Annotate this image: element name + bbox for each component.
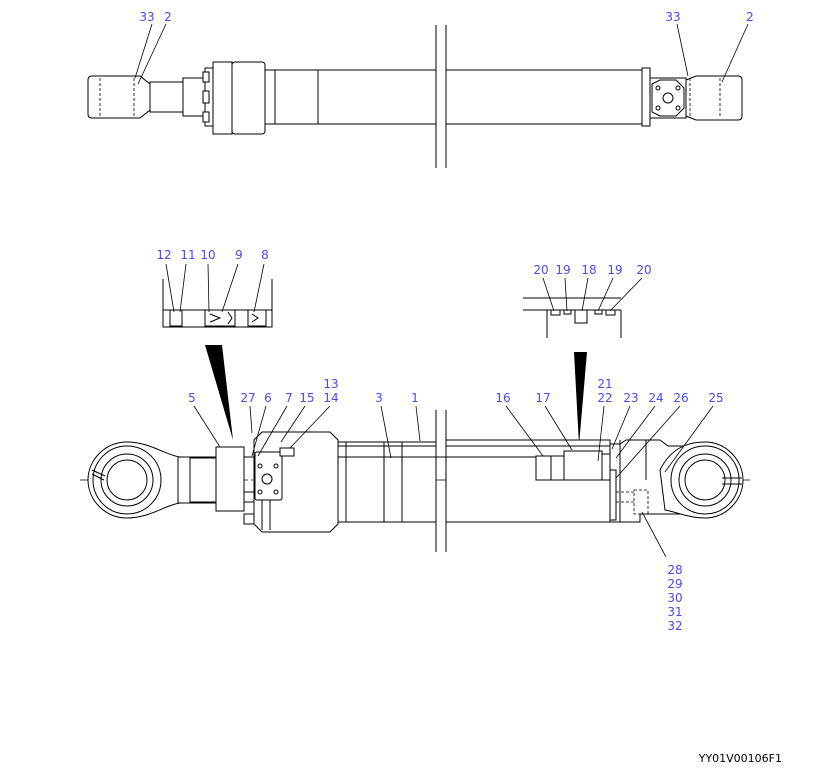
callout-label: 21: [597, 377, 612, 391]
callout-label: 3: [375, 391, 383, 405]
callout-label: 2: [746, 10, 754, 24]
callout-label: 19: [607, 263, 622, 277]
callout-label: 19: [555, 263, 570, 277]
callout-label: 32: [667, 619, 682, 633]
section-view-cylinder: [80, 405, 750, 558]
callout-label: 15: [299, 391, 314, 405]
callout-label: 22: [597, 391, 612, 405]
callout-label: 6: [264, 391, 272, 405]
callout-label: 29: [667, 577, 682, 591]
right-seal-detail: [523, 277, 643, 338]
left-seal-detail: [162, 263, 273, 328]
callout-label: 13: [323, 377, 338, 391]
callout-label: 8: [261, 248, 269, 262]
callout-label: 24: [648, 391, 663, 405]
callout-label: 33: [665, 10, 680, 24]
callout-label: 20: [636, 263, 651, 277]
callout-label: 28: [667, 563, 682, 577]
drawing-code: YY01V00106F1: [698, 752, 782, 765]
callout-label: 30: [667, 591, 682, 605]
callout-label: 31: [667, 605, 682, 619]
callout-label: 5: [188, 391, 196, 405]
callout-label: 20: [533, 263, 548, 277]
callout-label: 9: [235, 248, 243, 262]
callout-label: 12: [156, 248, 171, 262]
top-view-cylinder: [87, 23, 749, 168]
callout-label: 2: [164, 10, 172, 24]
callout-label: 14: [323, 391, 338, 405]
callout-label: 17: [535, 391, 550, 405]
callout-label: 18: [581, 263, 596, 277]
callout-label: 16: [495, 391, 510, 405]
callout-label: 1: [411, 391, 419, 405]
callout-label: 10: [200, 248, 215, 262]
detail-pointer-arrow: [574, 352, 587, 445]
callout-label: 26: [673, 391, 688, 405]
callout-label: 27: [240, 391, 255, 405]
callout-label: 23: [623, 391, 638, 405]
callout-label: 25: [708, 391, 723, 405]
callout-label: 7: [285, 391, 293, 405]
callout-label: 11: [180, 248, 195, 262]
detail-pointer-arrow: [205, 345, 233, 440]
callout-label: 33: [139, 10, 154, 24]
